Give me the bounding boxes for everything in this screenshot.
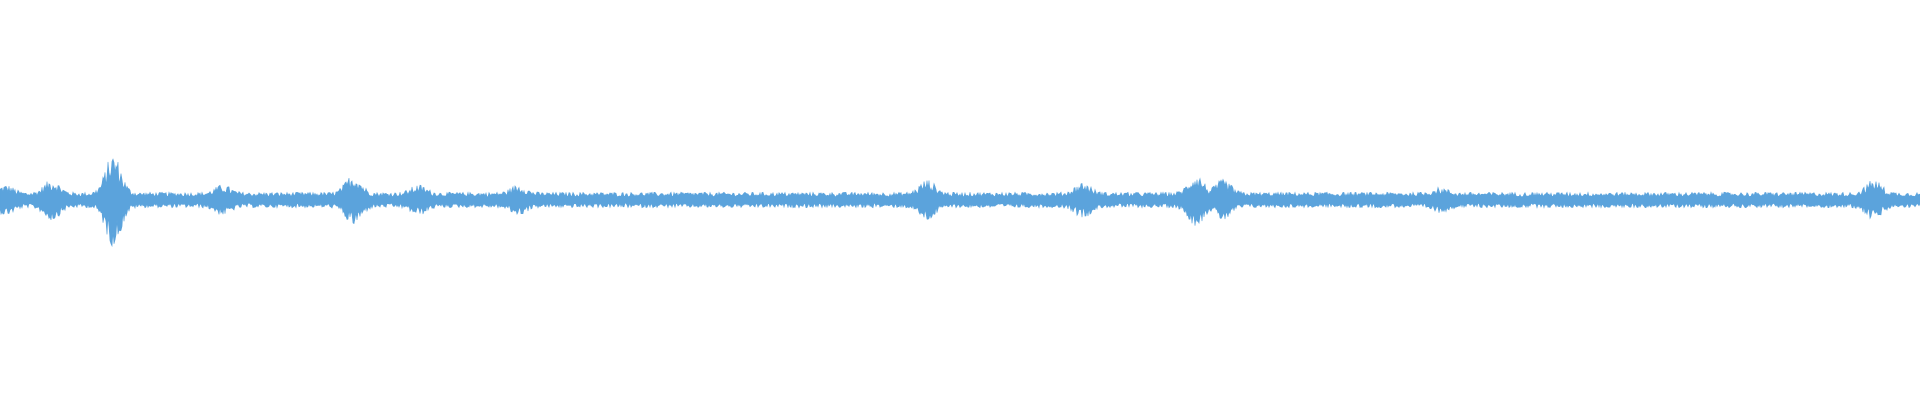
waveform-trace xyxy=(0,158,1920,248)
